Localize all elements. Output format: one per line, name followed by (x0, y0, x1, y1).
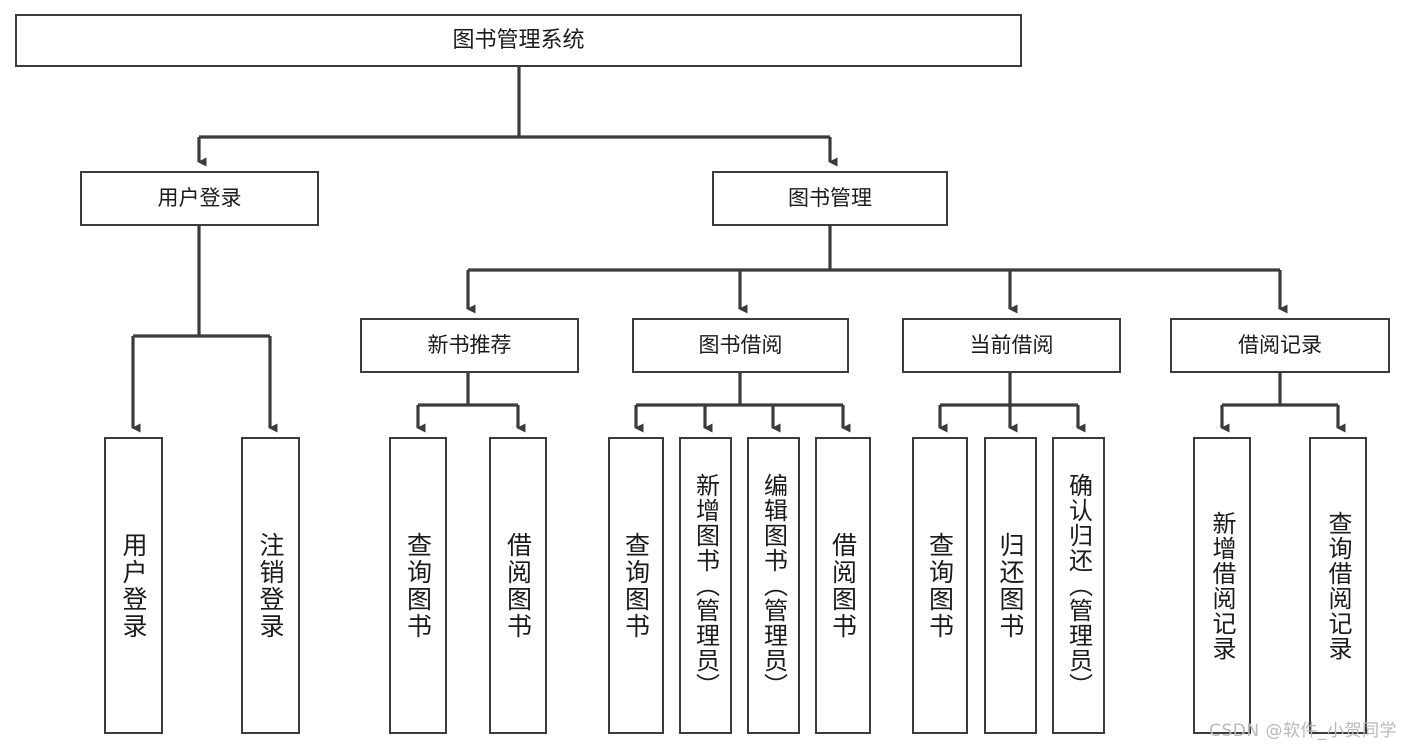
leaf-user-login-signout[interactable]: 注销登录 (241, 437, 300, 734)
node-label: 查询借阅记录 (1324, 510, 1352, 661)
leaf-current-return-book[interactable]: 归还图书 (984, 437, 1037, 734)
node-book-management[interactable]: 图书管理 (712, 171, 948, 226)
node-label: 用户登录 (119, 531, 148, 640)
node-current-borrow[interactable]: 当前借阅 (902, 318, 1121, 373)
leaf-record-add-record[interactable]: 新增借阅记录 (1193, 437, 1251, 734)
leaf-borrow-add-book-admin[interactable]: 新增图书（管理员） (679, 437, 732, 734)
node-label: 归还图书 (996, 531, 1025, 640)
watermark: CSDN @软件_小贺同学 (1209, 721, 1397, 741)
leaf-borrow-borrow-book[interactable]: 借阅图书 (815, 437, 871, 734)
node-user-login[interactable]: 用户登录 (80, 171, 319, 226)
node-book-borrow[interactable]: 图书借阅 (632, 318, 849, 373)
node-label: 注销登录 (256, 531, 285, 640)
node-label: 借阅记录 (1238, 333, 1322, 358)
node-label: 图书管理系统 (452, 27, 585, 53)
node-label: 编辑图书（管理员） (759, 473, 788, 698)
leaf-borrow-query-book[interactable]: 查询图书 (608, 437, 664, 734)
leaf-borrow-edit-book-admin[interactable]: 编辑图书（管理员） (747, 437, 800, 734)
node-label: 新增借阅记录 (1208, 510, 1236, 661)
node-label: 查询图书 (621, 531, 651, 640)
node-label: 确认归还（管理员） (1064, 473, 1093, 698)
node-label: 借阅图书 (828, 531, 858, 640)
node-label: 当前借阅 (969, 333, 1054, 358)
leaf-new-book-borrow[interactable]: 借阅图书 (489, 437, 547, 734)
node-borrow-record[interactable]: 借阅记录 (1170, 318, 1390, 373)
node-label: 新书推荐 (427, 333, 512, 358)
node-label: 图书借阅 (698, 333, 783, 358)
leaf-new-book-query[interactable]: 查询图书 (389, 437, 447, 734)
node-label: 图书管理 (788, 186, 872, 211)
node-label: 查询图书 (925, 531, 955, 640)
node-label: 用户登录 (157, 186, 242, 211)
node-label: 查询图书 (403, 531, 433, 640)
leaf-current-confirm-return-admin[interactable]: 确认归还（管理员） (1052, 437, 1105, 734)
node-label: 借阅图书 (503, 531, 533, 640)
leaf-current-query-book[interactable]: 查询图书 (912, 437, 968, 734)
leaf-user-login-signin[interactable]: 用户登录 (104, 437, 163, 734)
node-new-book-recommend[interactable]: 新书推荐 (360, 318, 579, 373)
leaf-record-query-record[interactable]: 查询借阅记录 (1309, 437, 1367, 734)
node-label: 新增图书（管理员） (691, 473, 720, 698)
node-root-system[interactable]: 图书管理系统 (15, 14, 1022, 67)
